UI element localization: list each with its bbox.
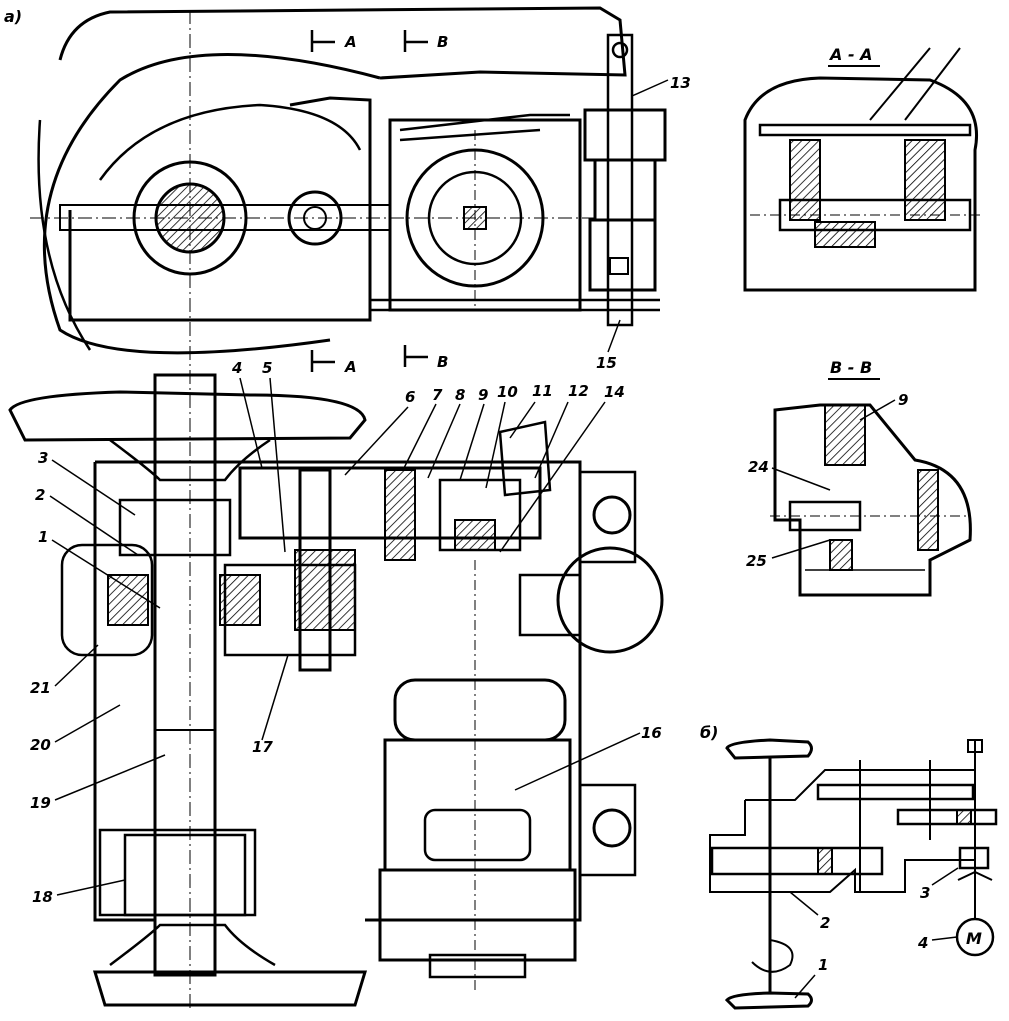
callout-20: 20 xyxy=(30,736,51,754)
view-a-front: 4 5 6 7 8 9 10 11 12 14 3 2 1 21 20 19 1… xyxy=(8,359,664,1007)
callout-bb-25: 25 xyxy=(746,552,767,570)
callout-bb-9: 9 xyxy=(898,391,908,409)
callout-8: 8 xyxy=(455,386,465,404)
callout-bb-24: 24 xyxy=(748,458,769,476)
section-mark-b-bottom: В xyxy=(437,353,448,371)
callout-7: 7 xyxy=(432,386,443,404)
callout-19: 19 xyxy=(30,794,51,812)
callout-3: 3 xyxy=(38,449,48,467)
callout-11: 11 xyxy=(532,382,553,400)
view-a-top: а) А xyxy=(4,6,691,1010)
scheme-callout-4: 4 xyxy=(917,934,928,952)
callout-9: 9 xyxy=(478,386,488,404)
scheme-callout-2: 2 xyxy=(820,914,830,932)
callout-4: 4 xyxy=(231,359,242,377)
callout-18: 18 xyxy=(32,888,53,906)
callout-10: 10 xyxy=(497,383,518,401)
callout-13: 13 xyxy=(670,74,691,92)
callout-16: 16 xyxy=(641,724,662,742)
section-mark-a-bottom: А xyxy=(344,358,357,376)
section-bb-title: В - В xyxy=(830,358,872,377)
section-aa-title: А - А xyxy=(828,45,873,64)
view-b-label: б) xyxy=(700,723,718,742)
callout-14: 14 xyxy=(604,383,625,401)
motor-symbol: M xyxy=(966,929,982,948)
scheme-callout-1: 1 xyxy=(818,956,828,974)
view-a-label: а) xyxy=(4,7,22,26)
section-bb: В - В 9 24 25 xyxy=(746,358,972,597)
callout-17: 17 xyxy=(252,738,273,756)
callout-6: 6 xyxy=(405,388,415,406)
scheme-callout-3: 3 xyxy=(920,884,930,902)
callout-21: 21 xyxy=(30,679,51,697)
callout-1: 1 xyxy=(38,528,48,546)
section-aa: А - А xyxy=(743,45,980,292)
callout-15: 15 xyxy=(596,354,617,372)
callout-12: 12 xyxy=(568,382,589,400)
section-mark-a-top: А xyxy=(344,33,357,51)
section-mark-b-top: В xyxy=(437,33,448,51)
callout-5: 5 xyxy=(262,359,272,377)
callout-2: 2 xyxy=(35,486,45,504)
kinematic-scheme: б) M 1 2 3 4 xyxy=(700,723,998,1010)
